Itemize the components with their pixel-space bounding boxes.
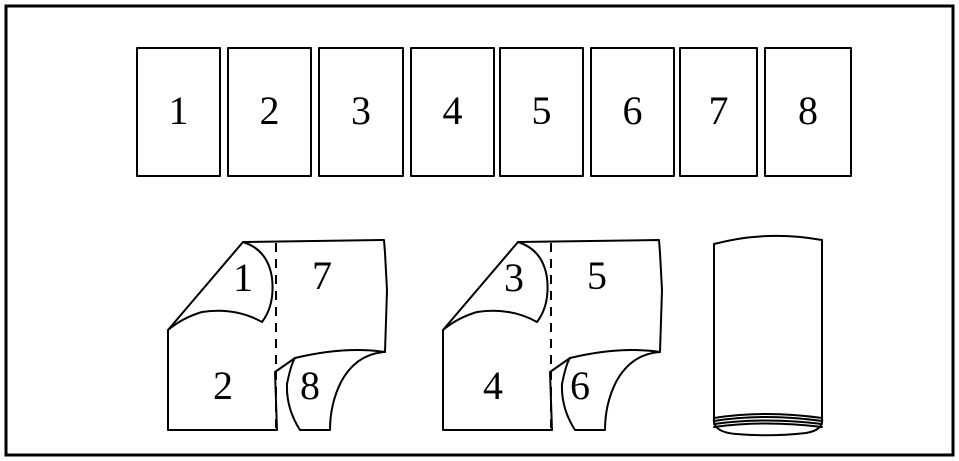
page-number: 3 bbox=[351, 88, 371, 133]
page-number: 2 bbox=[213, 363, 233, 408]
page-card: 6 bbox=[591, 48, 674, 176]
page-card: 1 bbox=[137, 48, 220, 176]
page-card: 4 bbox=[411, 48, 494, 176]
page-card: 5 bbox=[500, 48, 583, 176]
page-number: 1 bbox=[233, 255, 253, 300]
page-number: 3 bbox=[504, 255, 524, 300]
corner-flap bbox=[443, 242, 548, 330]
page-card: 8 bbox=[765, 48, 851, 176]
booklet-body bbox=[714, 240, 822, 418]
sheet-outline bbox=[443, 240, 662, 430]
page-number: 7 bbox=[709, 88, 729, 133]
page-number: 6 bbox=[570, 363, 590, 408]
page-card: 2 bbox=[228, 48, 311, 176]
folded-sheet: 3 5 4 6 bbox=[443, 240, 662, 430]
page-card: 7 bbox=[680, 48, 757, 176]
page-number: 2 bbox=[260, 88, 280, 133]
page-number: 6 bbox=[623, 88, 643, 133]
booklet-stack-edge bbox=[714, 424, 822, 428]
page-number: 5 bbox=[532, 88, 552, 133]
page-number: 4 bbox=[483, 363, 503, 408]
folded-sheet: 1 7 2 8 bbox=[168, 240, 387, 430]
booklet-top-curl bbox=[714, 236, 822, 244]
page-number: 1 bbox=[169, 88, 189, 133]
corner-flap bbox=[168, 242, 273, 330]
page-number: 8 bbox=[798, 88, 818, 133]
sheet-outline bbox=[168, 240, 387, 430]
page-number: 7 bbox=[312, 253, 332, 298]
page-number: 4 bbox=[443, 88, 463, 133]
page-card: 3 bbox=[319, 48, 403, 176]
page-number: 5 bbox=[587, 253, 607, 298]
page-row: 1 2 3 4 5 6 7 8 bbox=[137, 48, 851, 176]
rolled-booklet bbox=[714, 236, 822, 435]
page-number: 8 bbox=[300, 363, 320, 408]
